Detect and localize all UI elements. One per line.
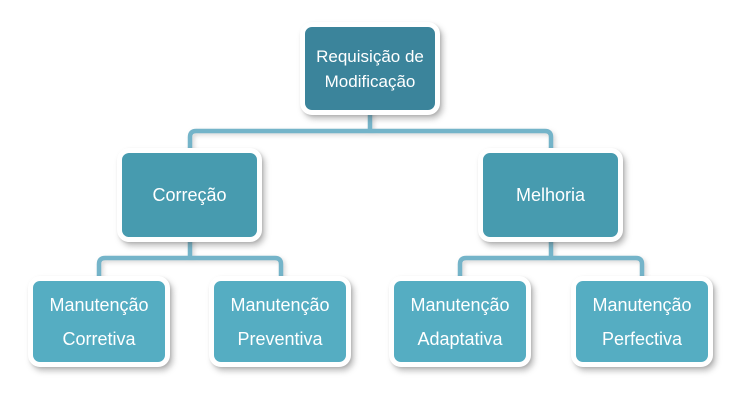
connector-correcao-bracket xyxy=(96,255,284,280)
node-label-line: Melhoria xyxy=(515,184,586,205)
node-requisicao-de-modificacao: Requisição de Modificação xyxy=(300,22,440,115)
node-manutencao-corretiva: Manutenção Corretiva xyxy=(28,276,170,367)
node-correcao: Correção xyxy=(117,148,262,242)
node-manutencao-adaptativa: Manutenção Adaptativa xyxy=(389,276,531,367)
node-melhoria: Melhoria xyxy=(478,148,623,242)
node-label-line: Manutenção xyxy=(49,294,149,315)
node-label-line: Modificação xyxy=(324,71,416,91)
node-label-line: Requisição de xyxy=(316,46,424,66)
node-label-line: Manutenção xyxy=(592,294,692,315)
node-label-line: Perfectiva xyxy=(601,328,683,349)
node-label-line: Corretiva xyxy=(62,328,136,349)
node-label-line: Manutenção xyxy=(230,294,330,315)
connector-root-bracket xyxy=(187,128,554,152)
node-label-line: Manutenção xyxy=(410,294,510,315)
node-label-line: Correção xyxy=(152,184,227,205)
node-manutencao-preventiva: Manutenção Preventiva xyxy=(209,276,351,367)
node-label-line: Adaptativa xyxy=(417,328,503,349)
connector-melhoria-bracket xyxy=(457,255,645,280)
node-manutencao-perfectiva: Manutenção Perfectiva xyxy=(571,276,713,367)
node-label-line: Preventiva xyxy=(237,328,323,349)
